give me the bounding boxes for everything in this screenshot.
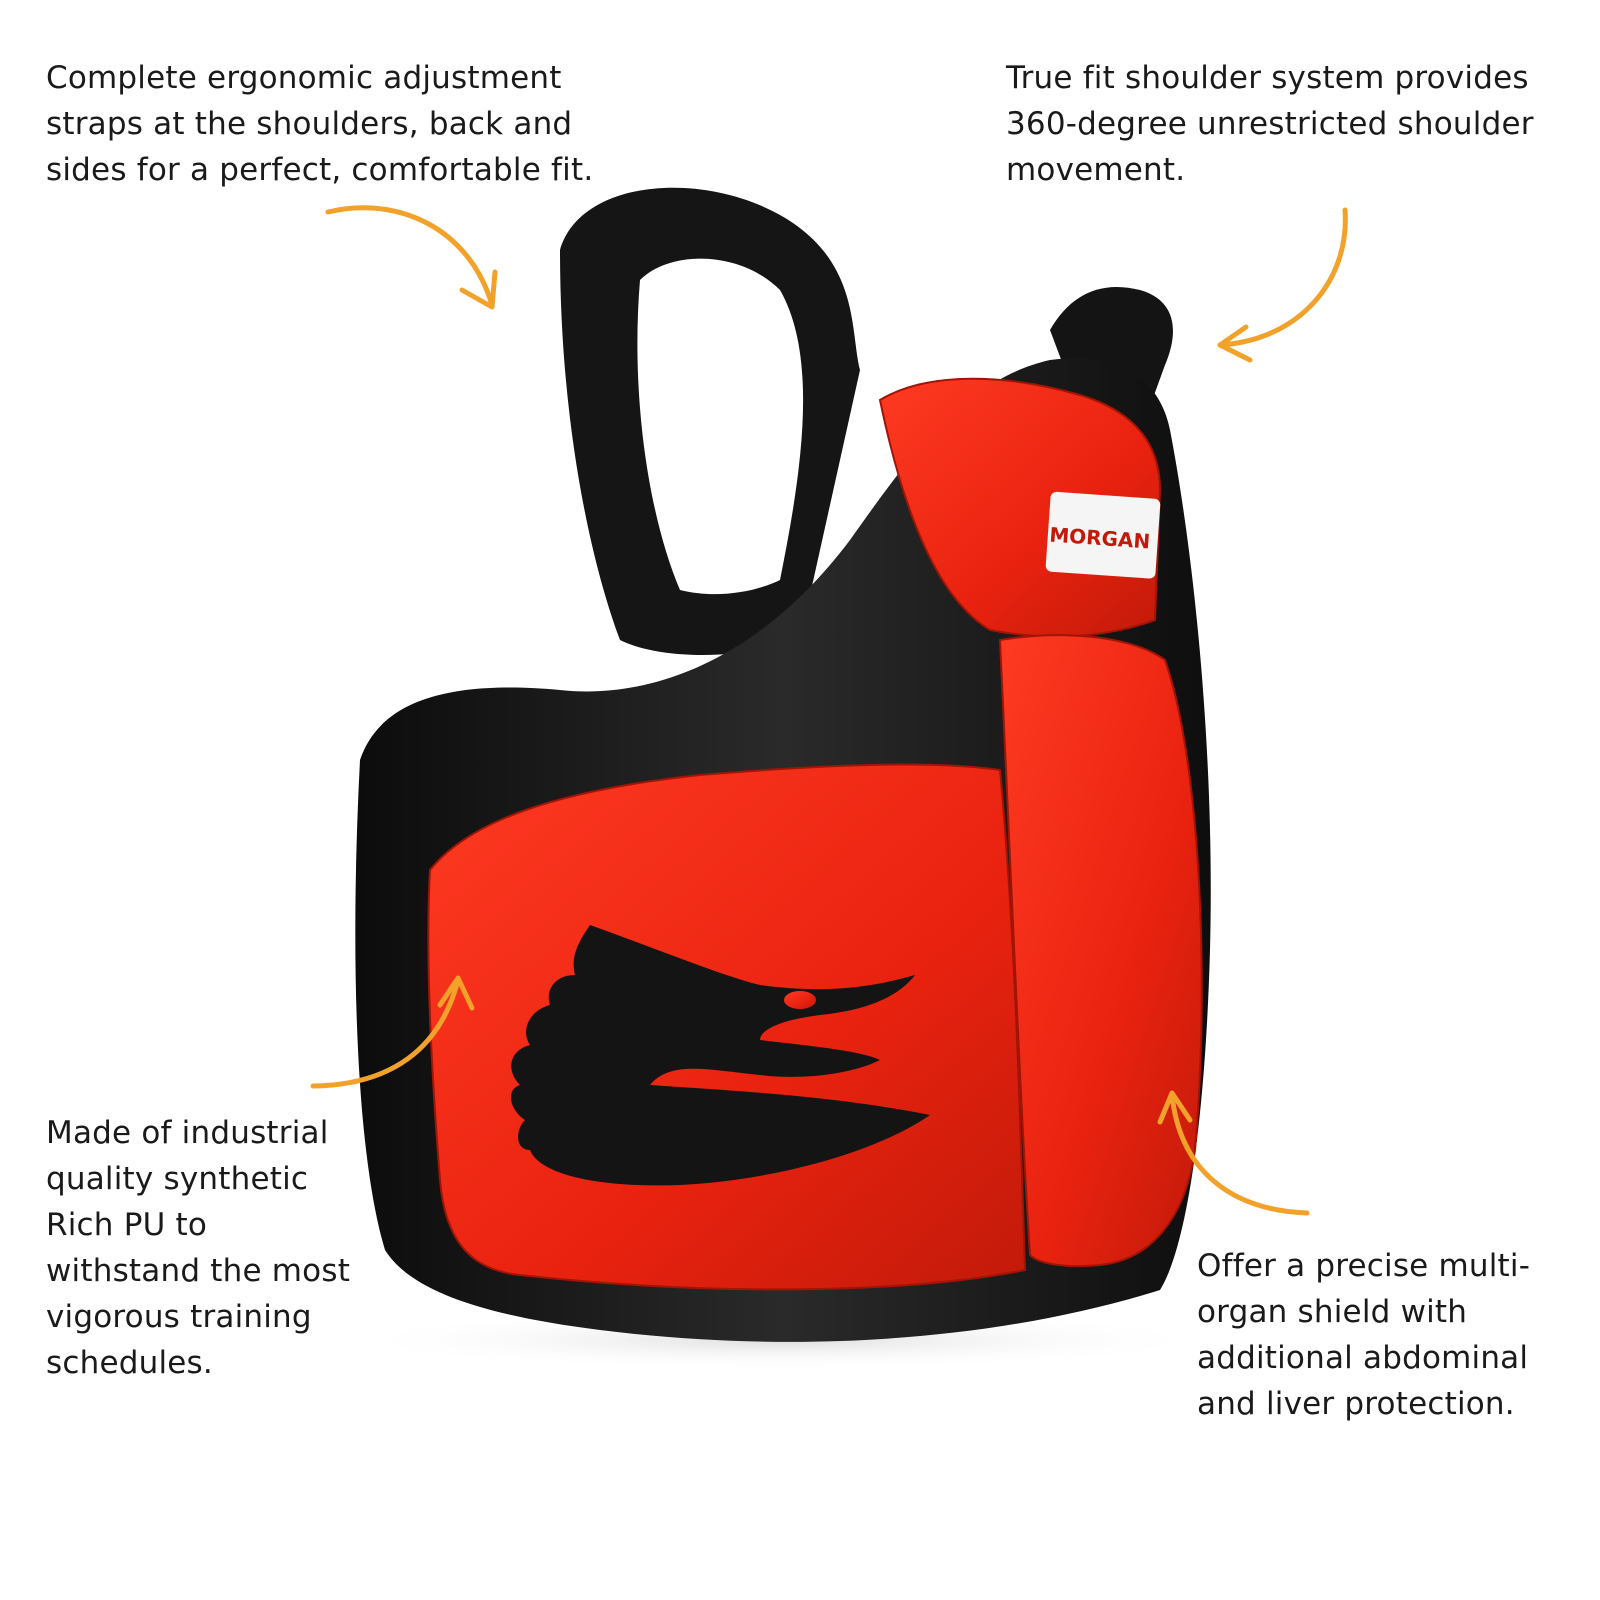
callout-shoulder-system: True fit shoulder system provides 360-de… — [1006, 60, 1534, 188]
dragon-emblem — [510, 925, 930, 1186]
callout-organ-shield: Offer a precise multi- organ shield with… — [1197, 1248, 1531, 1422]
arrow-bottom-left-icon — [310, 975, 475, 1089]
arrow-bottom-right-icon — [1157, 1090, 1310, 1216]
arrow-top-right-icon — [1217, 207, 1348, 363]
brand-logo: MORGAN — [1045, 491, 1161, 579]
callout-material: Made of industrial quality synthetic Ric… — [46, 1115, 351, 1381]
dragon-eye — [784, 991, 816, 1009]
vest-center-pad — [998, 634, 1203, 1268]
arrow-top-left-icon — [325, 205, 498, 310]
body-protector-vest: MORGAN — [355, 187, 1211, 1342]
callout-adjustment-straps: Complete ergonomic adjustment straps at … — [46, 60, 594, 188]
shoulder-strap — [560, 187, 860, 655]
